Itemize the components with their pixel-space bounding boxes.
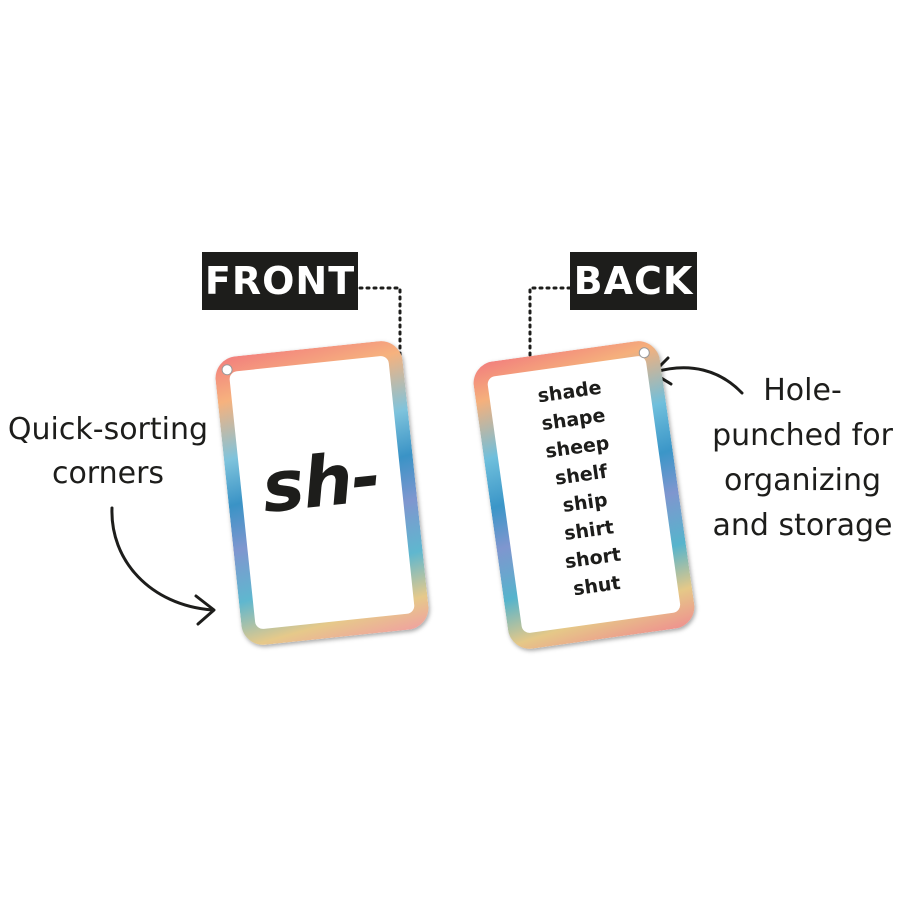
note-line: corners — [51, 456, 165, 491]
note-line: punched for — [712, 418, 893, 453]
word-list: shade shape sheep shelf ship shirt short… — [488, 367, 678, 611]
front-card-text: sh- — [258, 435, 384, 529]
back-card: shade shape sheep shelf ship shirt short… — [470, 338, 698, 652]
quick-sorting-note: Quick-sorting corners — [0, 408, 216, 496]
hole-punched-note: Hole- punched for organizing and storage — [705, 368, 900, 548]
note-line: and storage — [712, 508, 893, 543]
front-label: FRONT — [202, 252, 358, 310]
note-line: Hole- — [763, 373, 842, 408]
note-line: organizing — [723, 463, 882, 498]
left-arrow — [110, 506, 214, 612]
front-card: sh- — [213, 338, 431, 648]
note-line: Quick-sorting — [7, 412, 209, 447]
back-label: BACK — [570, 252, 697, 310]
left-arrow-head — [194, 594, 216, 626]
front-card-face: sh- — [228, 355, 416, 630]
